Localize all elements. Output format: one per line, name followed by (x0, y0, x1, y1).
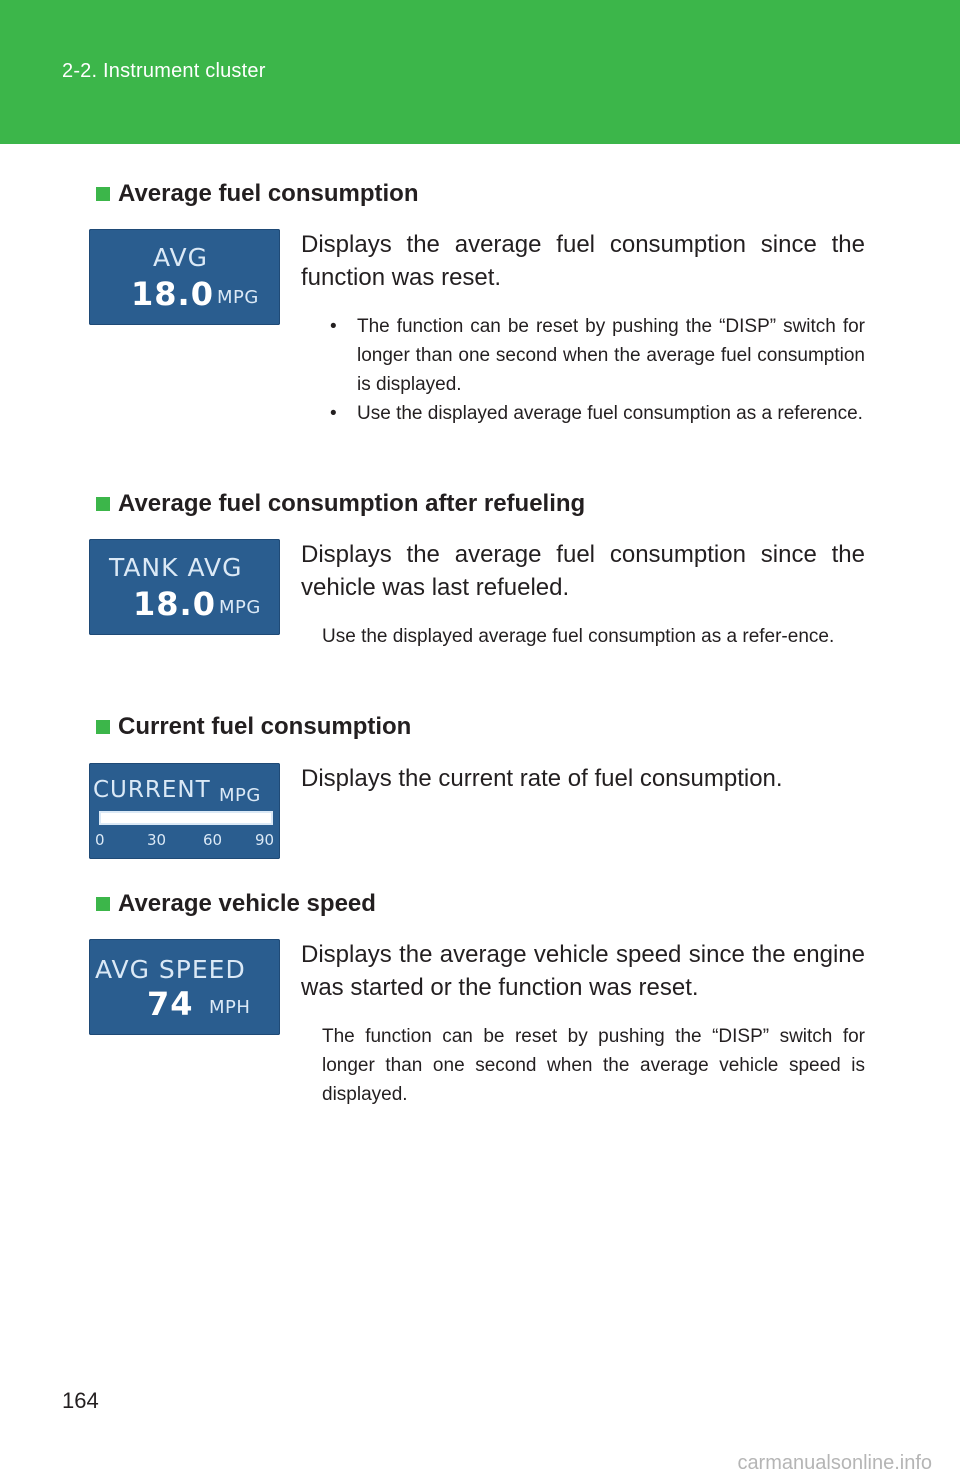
scale-label: 30 (147, 831, 167, 849)
display-label: CURRENT (93, 777, 211, 803)
page-number: 164 (62, 1388, 99, 1413)
section-description: Displays the average fuel consumption si… (301, 231, 865, 291)
section-heading-average-vehicle-speed: Average vehicle speed (96, 890, 376, 918)
section-note: The function can be reset by pushing the… (322, 1026, 865, 1105)
display-unit: MPG (219, 597, 261, 618)
fuel-consumption-bar (99, 811, 273, 825)
section-heading-text: Average fuel consumption (118, 180, 419, 207)
section-heading-text: Current fuel consumption (118, 713, 412, 740)
display-label: TANK AVG (109, 553, 243, 582)
section-heading-average-fuel-after-refueling: Average fuel consumption after refueling (96, 490, 585, 518)
bullet-list: •The function can be reset by pushing th… (322, 312, 865, 428)
section-description: Displays the average fuel consumption si… (301, 541, 865, 601)
display-unit: MPG (217, 287, 259, 308)
heading-square-icon (96, 897, 110, 911)
section-heading-text: Average vehicle speed (118, 890, 376, 917)
bullet-item: •The function can be reset by pushing th… (330, 316, 865, 395)
section-note: Use the displayed average fuel consumpti… (322, 626, 835, 647)
heading-square-icon (96, 187, 110, 201)
heading-square-icon (96, 497, 110, 511)
scale-label: 0 (95, 831, 105, 849)
avg-speed-display-image: AVG SPEED 74 MPH (89, 939, 280, 1035)
display-label: AVG SPEED (95, 955, 246, 984)
scale-label: 90 (255, 831, 275, 849)
heading-square-icon (96, 720, 110, 734)
display-value: 18.0 (131, 275, 214, 313)
scale-label: 60 (203, 831, 223, 849)
section-heading-text: Average fuel consumption after refueling (118, 490, 586, 517)
section-breadcrumb: 2-2. Instrument cluster (62, 60, 266, 82)
watermark: carmanualsonline.info (737, 1452, 932, 1474)
tank-avg-display-image: TANK AVG 18.0 MPG (89, 539, 280, 635)
display-unit: MPH (209, 997, 251, 1018)
avg-display-image: AVG 18.0 MPG (89, 229, 280, 325)
bullet-item: •Use the displayed average fuel consumpt… (330, 403, 863, 424)
display-value: 18.0 (133, 585, 216, 623)
section-description: Displays the current rate of fuel consum… (301, 765, 783, 792)
fuel-consumption-bar-fill (101, 813, 271, 823)
section-description: Displays the average vehicle speed since… (301, 941, 865, 1001)
display-label: AVG (153, 243, 208, 272)
section-heading-current-fuel-consumption: Current fuel consumption (96, 713, 411, 741)
section-heading-average-fuel-consumption: Average fuel consumption (96, 180, 419, 208)
display-unit: MPG (219, 785, 261, 806)
header-band (0, 0, 960, 144)
current-display-image: CURRENT MPG 0 30 60 90 (89, 763, 280, 859)
display-value: 74 (147, 985, 194, 1023)
